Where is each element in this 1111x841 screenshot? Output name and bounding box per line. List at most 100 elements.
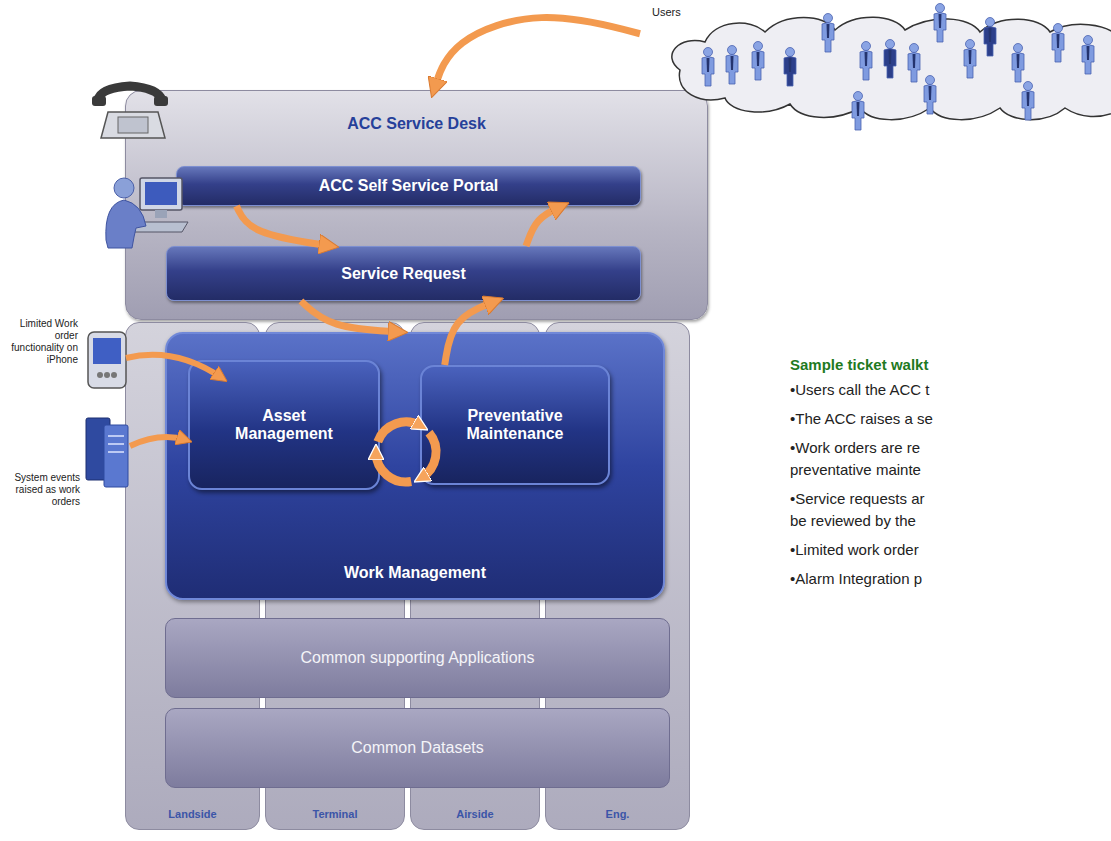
cycle-symbol — [376, 422, 436, 482]
decor-shape — [857, 102, 860, 116]
decor-shape — [92, 96, 106, 106]
decor-shape — [1087, 46, 1090, 60]
user-figure — [1022, 82, 1034, 121]
decor-shape — [1052, 33, 1064, 63]
decor-shape — [824, 14, 833, 23]
node-label: ACC Service Desk — [126, 91, 707, 133]
decor-shape — [1057, 34, 1060, 48]
decor-shape — [862, 42, 871, 51]
note-bullet: •Alarm Integration p — [790, 568, 940, 590]
server-icon — [86, 418, 128, 487]
decor-shape — [140, 178, 182, 210]
decor-shape — [757, 52, 760, 66]
decor-shape — [989, 28, 992, 42]
note-bullet: •Work orders are re preventative mainte — [790, 437, 940, 481]
node-label: Airside — [456, 808, 493, 820]
decor-shape — [376, 452, 411, 482]
user-figure — [822, 14, 834, 53]
decor-shape — [132, 222, 188, 232]
decor-shape — [913, 54, 916, 68]
decor-shape — [728, 46, 737, 55]
decor-shape — [786, 48, 795, 57]
user-figure — [752, 42, 764, 81]
node-label: Work Management — [344, 564, 486, 582]
user-figure — [702, 48, 714, 87]
decor-shape — [104, 425, 128, 487]
label-group: Sample ticket walkt•Users call the ACC t… — [790, 356, 1108, 597]
decor-shape — [929, 86, 932, 100]
node-label: Landside — [168, 808, 216, 820]
label-group: System events raised as work orders — [0, 472, 80, 508]
decor-shape — [726, 55, 738, 85]
decor-shape — [926, 76, 935, 85]
decor-shape — [865, 52, 868, 66]
decor-shape — [108, 451, 124, 453]
handheld-icon — [88, 332, 126, 388]
note-heading: Sample ticket walkt — [790, 356, 1108, 373]
user-figure — [984, 18, 996, 57]
common-band: Common supporting Applications — [165, 618, 670, 698]
decor-shape — [155, 210, 167, 218]
note-bullet: •The ACC raises a se — [790, 408, 940, 430]
decor-shape — [789, 58, 792, 72]
note-bullet: •Service requests ar be reviewed by the — [790, 488, 940, 532]
cloud-shape — [672, 17, 1111, 119]
icon-caption: Limited Work order functionality on iPho… — [0, 318, 78, 366]
service-desk-box: ACC Service DeskACC Self Service PortalS… — [125, 90, 708, 320]
decor-shape — [924, 85, 936, 115]
flow-arrow — [445, 301, 496, 365]
decor-shape — [754, 42, 763, 51]
decor-shape — [969, 50, 972, 64]
decor-shape — [108, 443, 124, 445]
node-label: Service Request — [341, 265, 466, 283]
decor-shape — [936, 4, 945, 13]
decor-shape — [86, 418, 110, 480]
decor-shape — [145, 182, 177, 205]
decor-shape — [1084, 36, 1093, 45]
node-label: Terminal — [312, 808, 357, 820]
decor-shape — [731, 56, 734, 70]
decor-shape — [98, 86, 162, 100]
user-figure — [1082, 36, 1094, 75]
operator-icon — [106, 178, 188, 248]
decor-shape — [852, 101, 864, 131]
decor-shape — [111, 372, 117, 378]
flow-arrow — [526, 206, 562, 246]
decor-shape — [1014, 44, 1023, 53]
user-figure — [924, 76, 936, 115]
decor-shape — [1054, 24, 1063, 33]
decor-shape — [984, 27, 996, 57]
decor-shape — [752, 51, 764, 81]
user-figure — [784, 48, 796, 87]
decor-shape — [93, 338, 121, 364]
decor-shape — [910, 44, 919, 53]
decor-shape — [784, 57, 796, 87]
decor-shape — [378, 422, 421, 442]
decor-shape — [702, 57, 714, 87]
decor-shape — [108, 435, 124, 437]
node-label: Asset Management — [229, 407, 339, 443]
node-label: Users — [652, 6, 681, 18]
decor-shape — [101, 112, 165, 138]
common-band: Common Datasets — [165, 708, 670, 788]
user-figure — [1052, 24, 1064, 63]
decor-shape — [104, 372, 110, 378]
work-management-box: Work ManagementAsset ManagementPreventat… — [165, 332, 665, 600]
decor-shape — [114, 178, 134, 198]
user-figure — [852, 92, 864, 131]
decor-shape — [889, 50, 892, 64]
user-figure — [1012, 44, 1024, 83]
flow-arrow — [236, 206, 330, 246]
decor-shape — [1012, 53, 1024, 83]
node-label: Common Datasets — [351, 739, 484, 757]
icon-caption: System events raised as work orders — [0, 472, 80, 508]
decor-shape — [854, 92, 863, 101]
user-figure — [726, 46, 738, 85]
node-label: Eng. — [606, 808, 630, 820]
module-box: Asset Management — [188, 360, 380, 490]
flow-arrow — [301, 301, 400, 332]
decor-shape — [704, 48, 713, 57]
decor-shape — [860, 51, 872, 81]
decor-shape — [827, 24, 830, 38]
